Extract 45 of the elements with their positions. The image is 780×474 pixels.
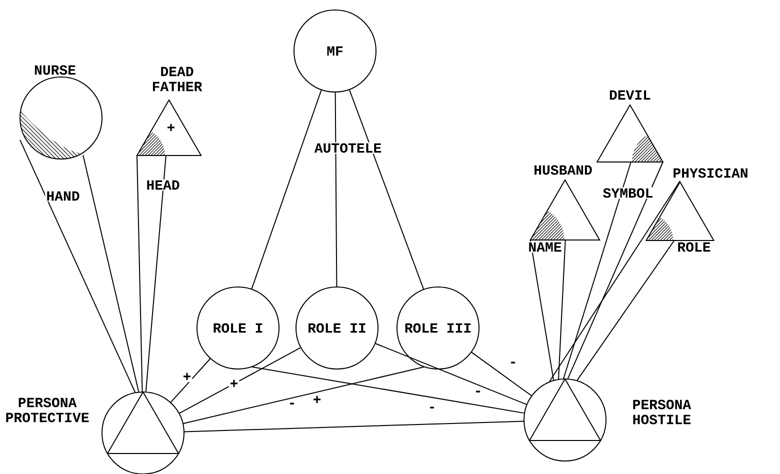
connector-line: [82, 154, 140, 392]
connector-line: [567, 162, 664, 380]
edge-label: NAME: [527, 241, 563, 253]
connector-line: [179, 347, 301, 414]
edge-label: HEAD: [145, 179, 181, 191]
edge-label: HAND: [45, 190, 81, 202]
edge-label: ROLE: [676, 241, 712, 253]
edge-label: +: [228, 378, 240, 390]
node-label: DEAD FATHER: [152, 66, 202, 92]
sign: +: [168, 124, 175, 131]
connector-line: [558, 240, 566, 380]
connector-line: [548, 180, 680, 382]
node-label: PERSONA PROTECTIVE: [6, 398, 89, 422]
sign: -: [286, 402, 298, 408]
node-label: NURSE: [34, 65, 76, 75]
connector-line: [182, 366, 424, 424]
connector-line: [576, 240, 675, 381]
hatched-sector: [136, 131, 165, 156]
connector-line: [170, 358, 211, 403]
edge-label: -: [508, 360, 518, 368]
edge-label: +: [182, 372, 192, 382]
connector-line: [145, 155, 166, 392]
connector-line: [374, 343, 528, 405]
edge-label: -: [426, 406, 438, 412]
node-label: PERSONA HOSTILE: [633, 400, 692, 424]
connector-line: [184, 420, 524, 432]
connector-line: [563, 162, 632, 380]
connector-line: [471, 352, 532, 396]
connector-line: [136, 155, 143, 392]
connector-line: [334, 92, 338, 287]
connector-line: [348, 89, 424, 290]
edge-label: SYMBOL: [602, 187, 654, 199]
edge-label: -: [472, 390, 484, 396]
connector-line: [530, 240, 554, 381]
edge-label: AUTOTELE: [313, 142, 383, 154]
node-label: PHYSICIAN: [674, 168, 748, 178]
node-label: HUSBAND: [534, 165, 592, 175]
connector-line: [252, 366, 525, 414]
hatched-sector: [632, 135, 663, 162]
hatched-segment: [20, 110, 82, 159]
connector-line: [20, 139, 136, 393]
node-label: DEVIL: [610, 90, 650, 100]
hatched-sector: [530, 210, 564, 240]
edge-label: +: [312, 394, 322, 406]
connector-line: [251, 90, 322, 290]
